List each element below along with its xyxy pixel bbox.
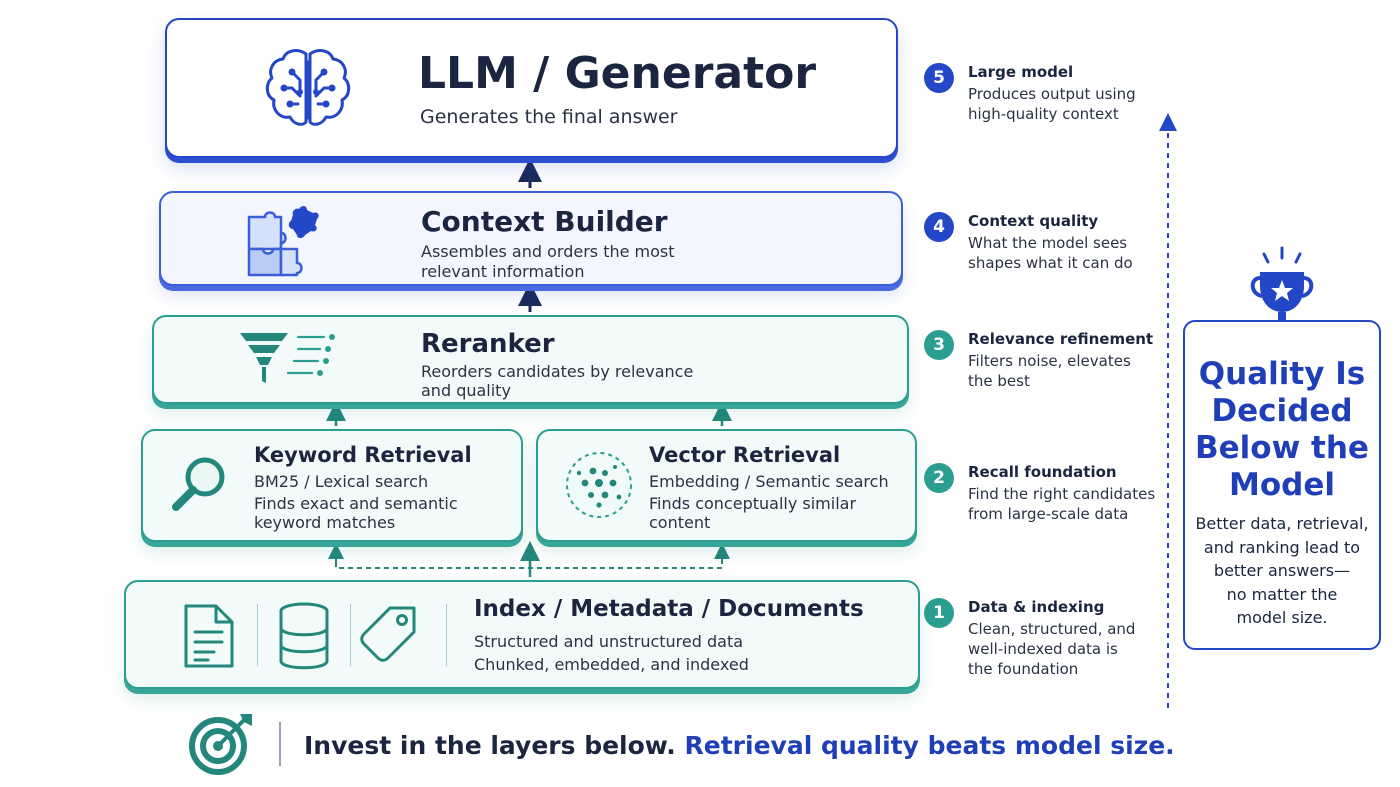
reranker-title: Reranker: [421, 329, 555, 359]
index-desc-line-2: Chunked, embedded, and indexed: [474, 655, 749, 674]
quality-text: Better data, retrieval, and ranking lead…: [1195, 514, 1369, 627]
rail-badge-1: 1: [924, 598, 954, 628]
icon-divider-2: [350, 604, 351, 666]
context-title: Context Builder: [421, 205, 668, 238]
rail-text-3: Filters noise, elevates the best: [968, 352, 1131, 390]
keyword-desc-line-1: Finds exact and semantic: [254, 494, 458, 513]
reranker-layer: Reranker Reorders candidates by relevanc…: [152, 315, 909, 404]
target-icon: [189, 714, 252, 775]
document-icon: [184, 604, 234, 668]
funnel-icon: [240, 333, 335, 383]
tag-icon: [360, 606, 416, 662]
puzzle-icon: [247, 206, 319, 277]
reranker-desc-line-2: and quality: [421, 381, 511, 400]
llm-generator-layer: LLM / Generator Generates the final answ…: [165, 18, 898, 158]
rail-heading-2: Recall foundation: [968, 463, 1117, 481]
vector-cluster-icon: [566, 452, 632, 518]
rail-text-5: Produces output using high-quality conte…: [968, 85, 1136, 123]
vector-title: Vector Retrieval: [649, 443, 841, 467]
icon-divider-1: [257, 604, 258, 666]
context-desc-line-2: relevant information: [421, 262, 585, 281]
rail-text-4: What the model sees shapes what it can d…: [968, 234, 1133, 272]
reranker-desc-line-1: Reorders candidates by relevance: [421, 362, 694, 381]
brain-icon: [265, 49, 351, 126]
keyword-title: Keyword Retrieval: [254, 443, 472, 467]
vector-retrieval-layer: Vector Retrieval Embedding / Semantic se…: [536, 429, 917, 542]
keyword-retrieval-layer: Keyword Retrieval BM25 / Lexical search …: [141, 429, 523, 542]
keyword-subtitle: BM25 / Lexical search: [254, 472, 429, 491]
quality-card: Quality Is Decided Below the Model Bette…: [1183, 320, 1381, 650]
vector-subtitle: Embedding / Semantic search: [649, 472, 889, 491]
rail-item-1: 1 Data & indexing Clean, structured, and…: [924, 598, 1164, 682]
dashed-split-connector: [335, 562, 723, 569]
rail-heading-5: Large model: [968, 63, 1074, 81]
rail-text-2: Find the right candidates from large-sca…: [968, 485, 1156, 523]
trophy-icon: [1250, 246, 1314, 332]
vector-desc-line-2: content: [649, 513, 711, 532]
rail-heading-4: Context quality: [968, 212, 1099, 230]
footer-divider: [279, 722, 281, 766]
rail-item-5: 5 Large model Produces output using high…: [924, 63, 1164, 125]
rail-item-2: 2 Recall foundation Find the right candi…: [924, 463, 1164, 525]
icon-divider-3: [446, 604, 447, 666]
context-desc-line-1: Assembles and orders the most: [421, 242, 675, 261]
search-icon: [172, 457, 225, 511]
rail-badge-3: 3: [924, 330, 954, 360]
index-title: Index / Metadata / Documents: [474, 596, 864, 622]
rail-badge-4: 4: [924, 212, 954, 242]
footer-accent: Retrieval quality beats model size.: [684, 731, 1175, 760]
index-layer: Index / Metadata / Documents Structured …: [124, 580, 920, 689]
keyword-desc-line-2: keyword matches: [254, 513, 396, 532]
rail-heading-3: Relevance refinement: [968, 330, 1154, 348]
rail-heading-1: Data & indexing: [968, 598, 1105, 616]
rail-item-3: 3 Relevance refinement Filters noise, el…: [924, 330, 1164, 392]
rail-text-1: Clean, structured, and well-indexed data…: [968, 620, 1136, 678]
rail-badge-5: 5: [924, 63, 954, 93]
database-icon: [279, 602, 329, 670]
footer-tagline: Invest in the layers below. Retrieval qu…: [304, 731, 1175, 760]
vector-desc-line-1: Finds conceptually similar: [649, 494, 857, 513]
rail-item-4: 4 Context quality What the model sees sh…: [924, 212, 1164, 274]
llm-desc: Generates the final answer: [420, 106, 678, 128]
footer-lead: Invest in the layers below.: [304, 731, 676, 760]
llm-title: LLM / Generator: [418, 48, 817, 99]
quality-title: Quality Is Decided Below the Model: [1195, 356, 1369, 503]
index-desc-line-1: Structured and unstructured data: [474, 632, 744, 651]
rail-badge-2: 2: [924, 463, 954, 493]
context-builder-layer: Context Builder Assembles and orders the…: [159, 191, 903, 286]
